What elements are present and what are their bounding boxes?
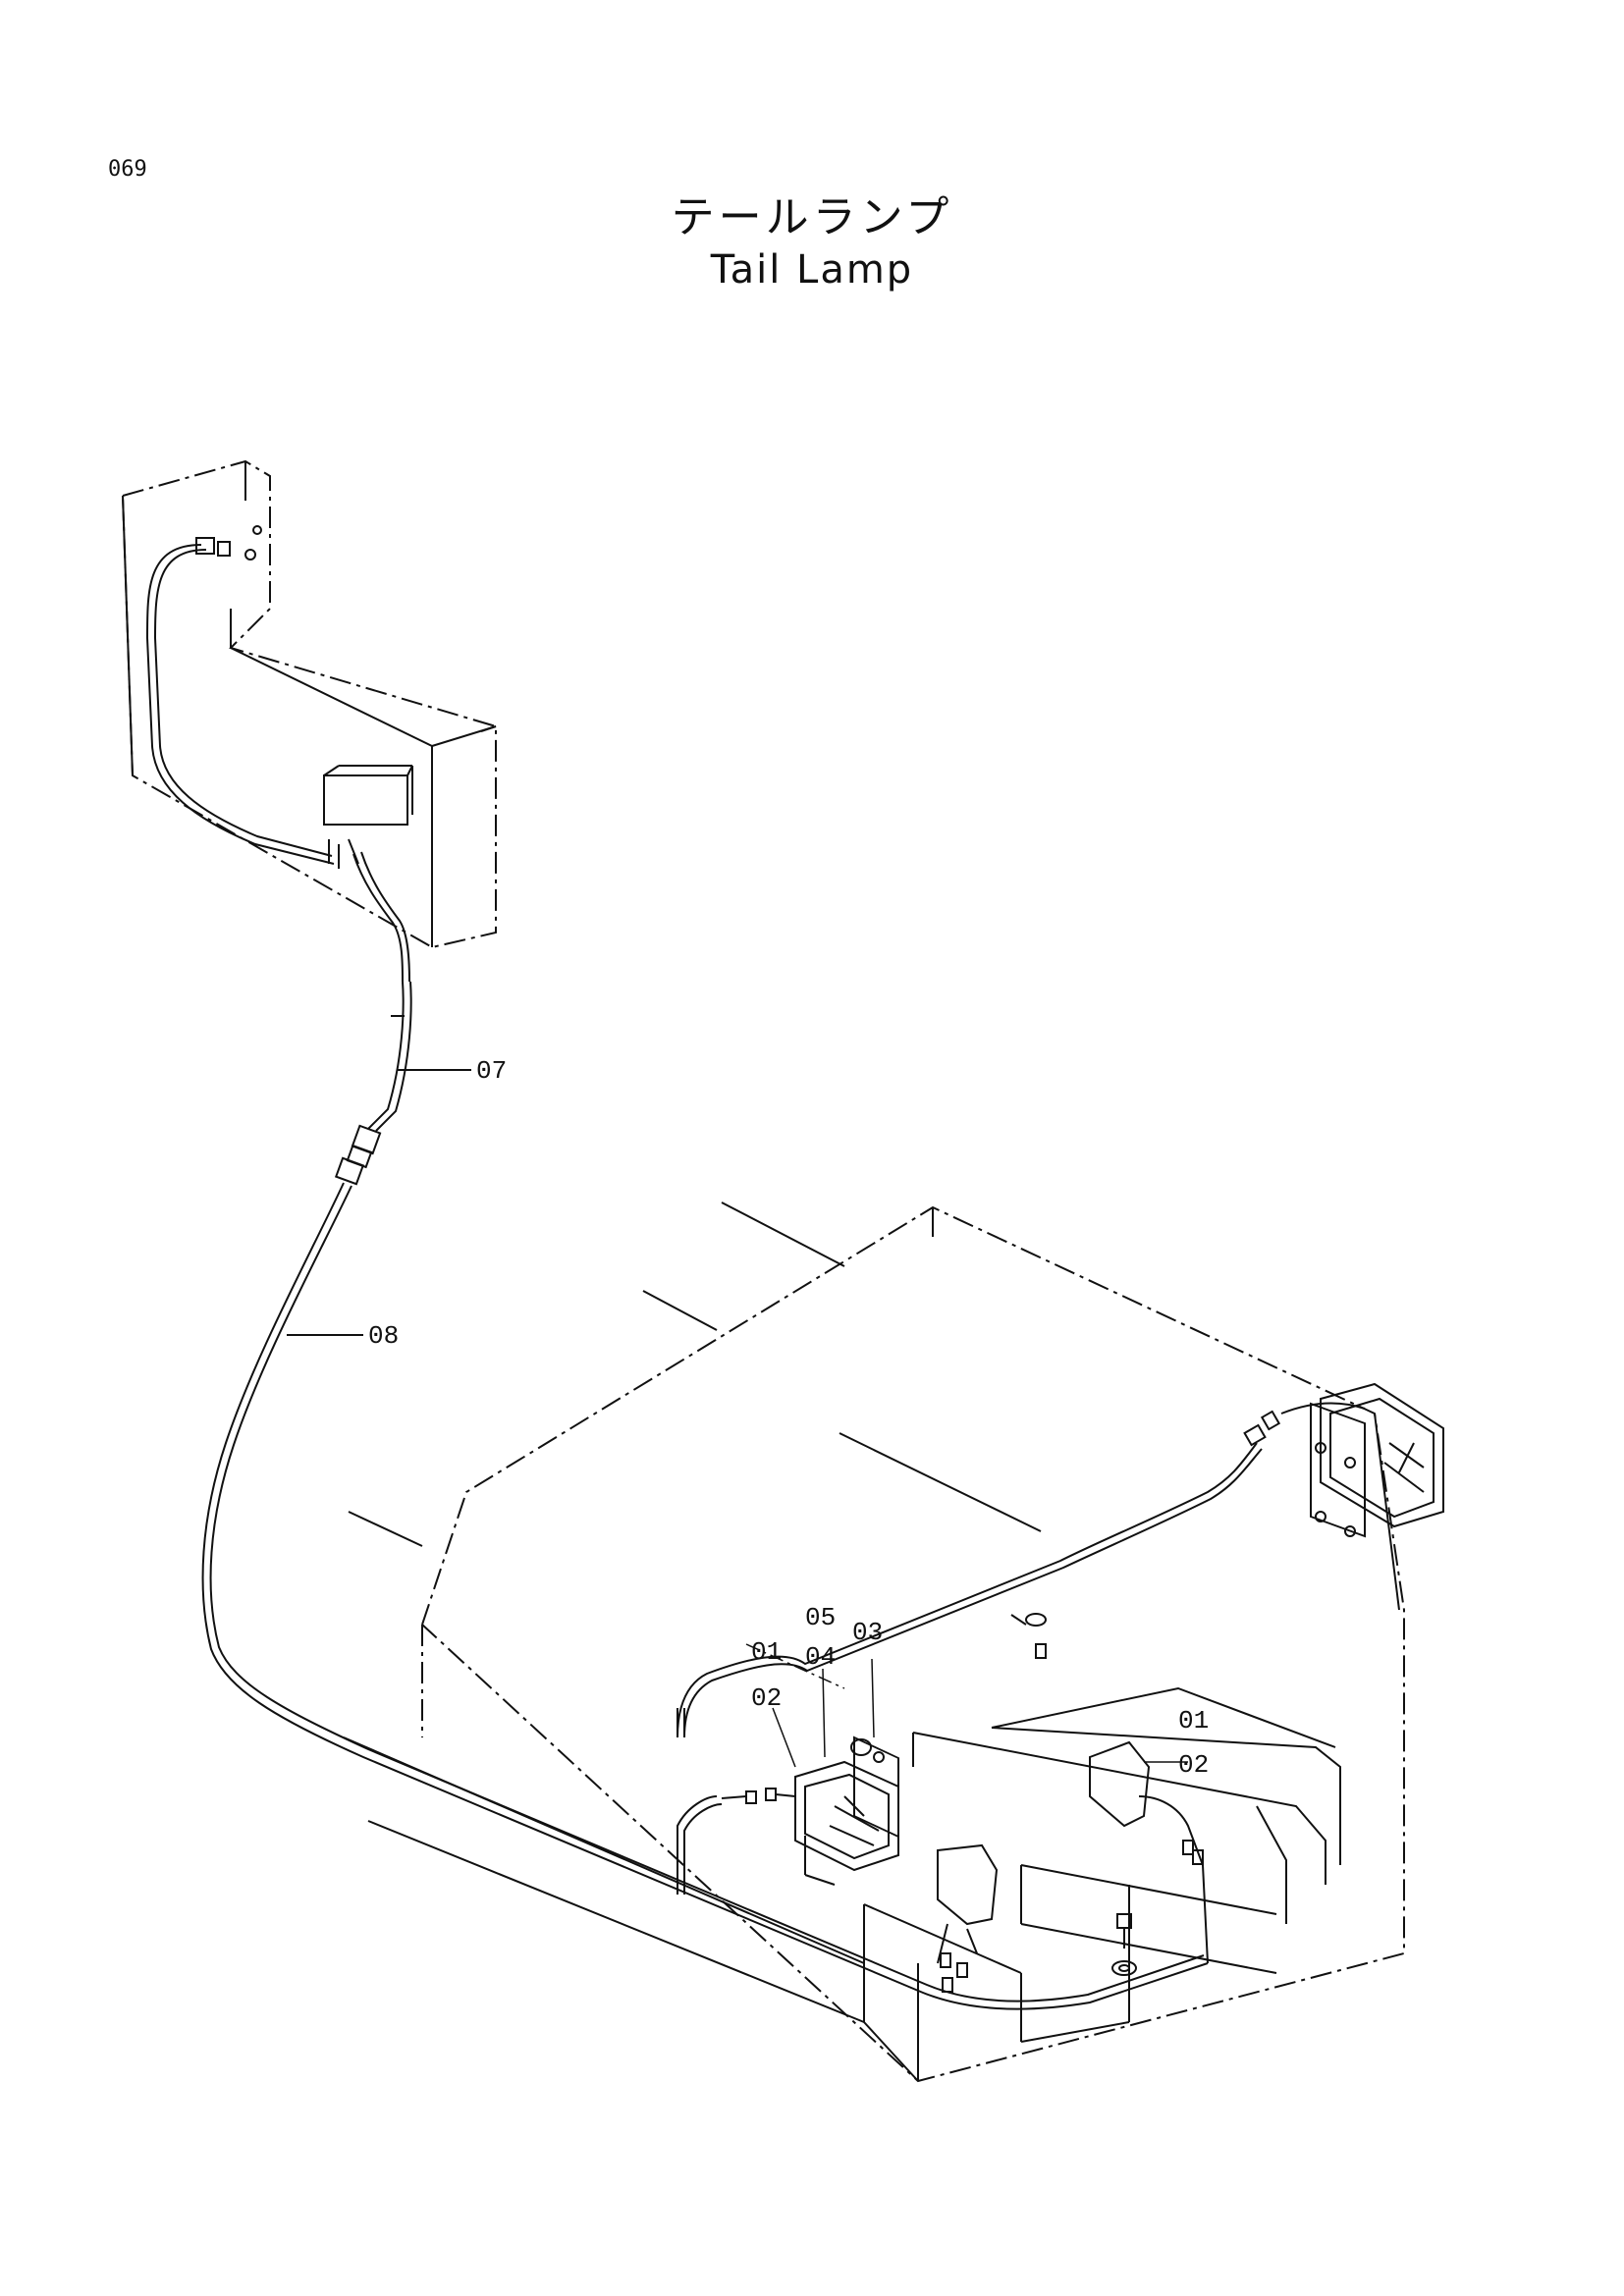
callout-02-right: 02 [1178, 1750, 1209, 1780]
cab-wiring [145, 537, 410, 983]
tail-lamp-right [1310, 1382, 1444, 1538]
callout-leaders [745, 1643, 1188, 1768]
cab-panel-block [122, 459, 497, 949]
page-number: 069 [108, 157, 147, 182]
callout-03: 03 [852, 1618, 883, 1647]
callout-04: 04 [805, 1642, 836, 1672]
callout-01-right: 01 [1178, 1706, 1209, 1735]
side-lamp-center [937, 1843, 999, 1993]
mounting-bolt [1111, 1913, 1137, 1976]
side-lamp-right [1089, 1740, 1209, 1964]
callout-01-left: 01 [751, 1637, 782, 1667]
callout-07: 07 [476, 1056, 507, 1086]
page-title-japanese: テールランプ [671, 192, 953, 242]
tail-lamp-left [794, 1735, 899, 1886]
harness-08 [201, 1156, 1209, 2010]
callout-08: 08 [368, 1321, 399, 1351]
page-title-english: Tail Lamp [710, 247, 914, 293]
frame-block [343, 1201, 1405, 2083]
callout-02-left: 02 [751, 1683, 782, 1713]
harness-07 [346, 981, 471, 1169]
callout-05: 05 [805, 1603, 836, 1632]
left-lamp-wiring [677, 1708, 796, 1895]
